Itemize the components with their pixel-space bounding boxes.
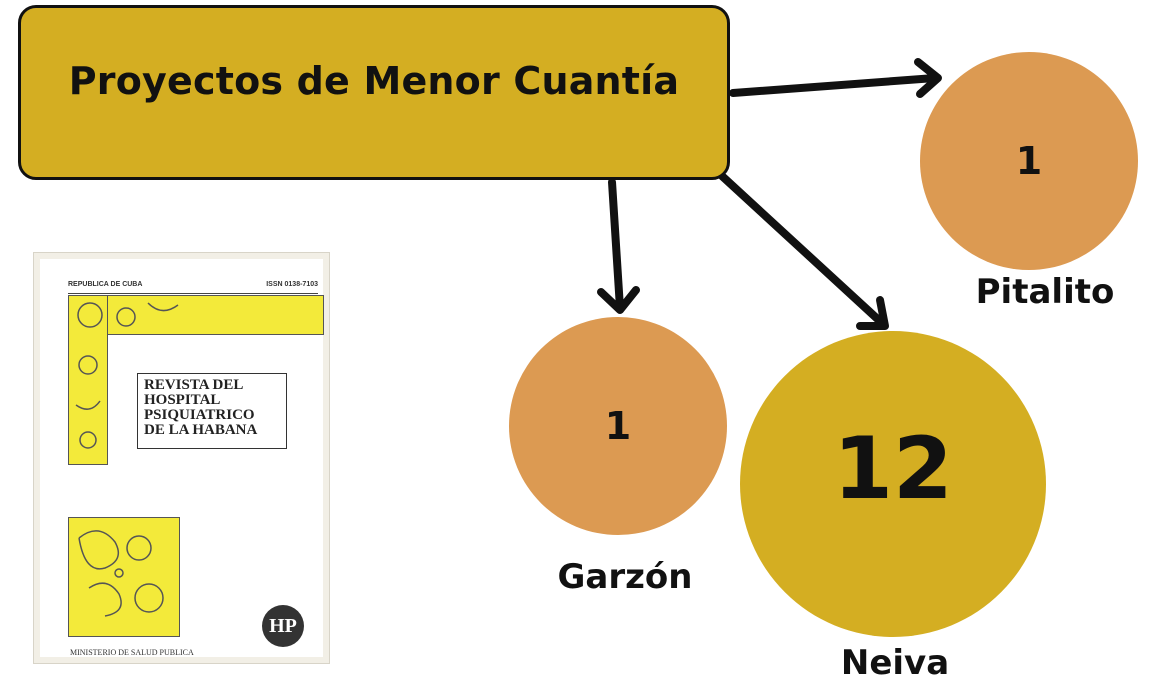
arrow-to-garzon [608, 178, 624, 312]
main-concept-title: Proyectos de Menor Cuantía [68, 59, 680, 103]
cover-title-line: DE LA HABANA [144, 422, 258, 438]
hph-logo: HP [262, 605, 304, 647]
cover-title-line: HOSPITAL [144, 392, 221, 408]
node-value-garzon: 1 [604, 404, 632, 448]
arrow-to-neiva [718, 172, 887, 328]
cover-title-line: REVISTA DEL [144, 377, 244, 393]
cover-art-square-pattern [78, 530, 164, 617]
node-circle-garzon: 1 [509, 317, 727, 535]
node-label-neiva: Neiva [840, 643, 950, 683]
node-circle-neiva: 12 [740, 331, 1046, 637]
cover-art-pattern [75, 302, 179, 449]
cover-art-square [68, 517, 180, 637]
cover-art-left-band [68, 295, 108, 465]
cover-issn: ISSN 0138-7103 [266, 281, 318, 288]
cover-rule [68, 293, 318, 294]
cover-title-line: PSIQUIATRICO [144, 407, 255, 423]
arrow-head-garzon [597, 286, 640, 314]
cover-country: REPUBLICA DE CUBA [68, 281, 143, 288]
journal-cover-image: REPUBLICA DE CUBA ISSN 0138-7103 REVISTA… [33, 252, 330, 664]
cover-header: REPUBLICA DE CUBA ISSN 0138-7103 [68, 281, 324, 291]
node-value-neiva: 12 [833, 419, 953, 519]
main-concept-box: Proyectos de Menor Cuantía [18, 5, 730, 180]
cover-title-box: REVISTA DEL HOSPITAL PSIQUIATRICO DE LA … [137, 373, 287, 449]
arrow-head-pitalito [914, 58, 942, 98]
node-value-pitalito: 1 [1015, 139, 1043, 183]
cover-publisher: MINISTERIO DE SALUD PUBLICA [70, 648, 194, 657]
node-label-garzon: Garzón [557, 557, 693, 597]
arrow-to-pitalito [729, 74, 939, 97]
node-circle-pitalito: 1 [920, 52, 1138, 270]
arrow-head-neiva [856, 296, 889, 330]
node-label-pitalito: Pitalito [975, 272, 1115, 312]
